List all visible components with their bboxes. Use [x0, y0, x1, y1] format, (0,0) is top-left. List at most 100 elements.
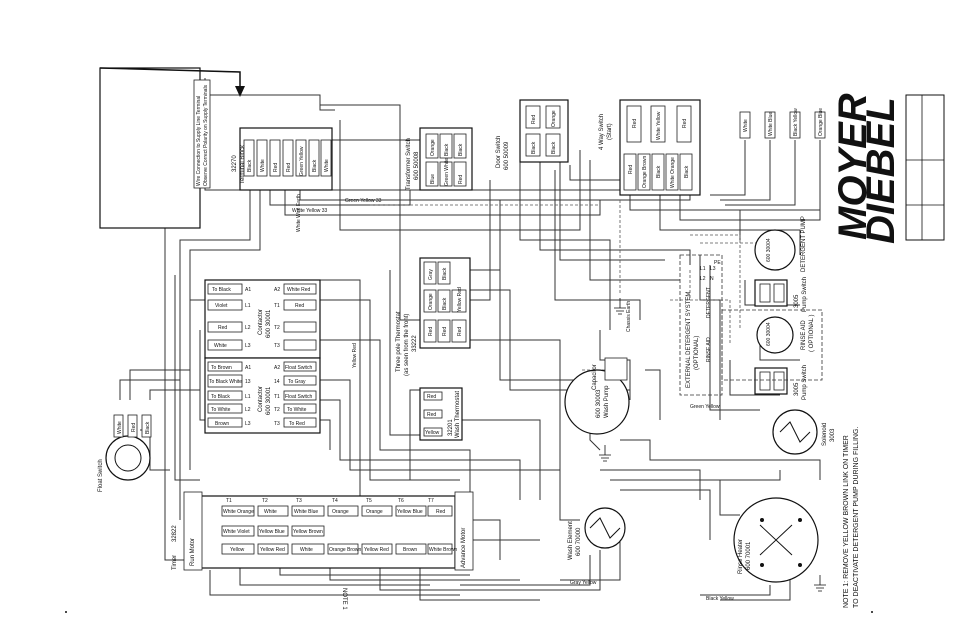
svg-text:Black: Black	[444, 143, 450, 156]
svg-text:White: White	[260, 159, 266, 172]
svg-text:Orange: Orange	[551, 110, 557, 127]
svg-text:Orange Brown: Orange Brown	[329, 547, 361, 553]
svg-text:Red: Red	[428, 327, 434, 336]
svg-text:To Red: To Red	[289, 421, 305, 427]
four-way-switch: Red White Yellow Red Red Orange Brown Bl…	[599, 99, 701, 196]
pump-switch-2-id: 3005	[794, 382, 800, 396]
ext-detergent-optional: (OPTIONAL)	[694, 336, 700, 370]
svg-text:Orange: Orange	[366, 509, 383, 515]
svg-text:White Orange: White Orange	[223, 509, 254, 515]
svg-text:Brown: Brown	[215, 421, 229, 427]
svg-text:White Yellow 33: White Yellow 33	[292, 208, 328, 214]
svg-text:White: White	[743, 119, 749, 132]
svg-text:White: White	[264, 509, 277, 515]
three-pole-thermostat: Gray Black Orange Black Yellow Red Red R…	[396, 257, 471, 376]
svg-text:Green White: Green White	[444, 158, 450, 186]
door-switch-id: 600 50009	[504, 141, 510, 170]
svg-text:T1: T1	[274, 303, 280, 309]
svg-text:Red: Red	[131, 423, 137, 432]
svg-text:L2: L2	[245, 407, 251, 413]
svg-text:White Blue: White Blue	[768, 112, 774, 136]
svg-text:Red: Red	[218, 325, 227, 331]
svg-text:To Black: To Black	[212, 287, 231, 293]
svg-text:White Orange: White Orange	[670, 157, 676, 188]
timer-row-top: White Orange White White Blue Orange Ora…	[221, 505, 453, 517]
wash-thermostat: Red Red Yellow 32201 Wash Thermostat	[419, 387, 463, 441]
svg-text:L3: L3	[245, 343, 251, 349]
svg-text:To Gray: To Gray	[288, 379, 306, 385]
wash-pump: 600 30003 Wash Pump	[564, 369, 630, 435]
svg-text:Violet: Violet	[215, 303, 228, 309]
rinse-aid-pump-id: 600 30004	[766, 322, 772, 346]
svg-text:Gray Yellow: Gray Yellow	[570, 580, 597, 586]
contactor-1-left: To Black A1 Violet L1 Red L2 White L3	[207, 283, 251, 351]
svg-text:White: White	[214, 343, 227, 349]
notice-panel: Wire Connection to Supply Line Terminal …	[99, 67, 245, 229]
svg-text:Red: Red	[427, 412, 436, 418]
svg-text:14: 14	[274, 379, 280, 385]
svg-text:T2: T2	[274, 325, 280, 331]
svg-text:White: White	[117, 421, 123, 434]
svg-text:Red: Red	[286, 163, 292, 172]
notes: NOTE 1: REMOVE YELLOW BROWN LINK ON TIME…	[341, 427, 860, 611]
contactor-1: To Black A1 Violet L1 Red L2 White L3 A2…	[204, 279, 321, 359]
svg-text:To White: To White	[211, 407, 231, 413]
svg-text:Black: Black	[656, 165, 662, 178]
capacitor: Capacitor	[592, 357, 628, 390]
svg-text:Black: Black	[684, 165, 690, 178]
contactor-2-right: A2 Float Switch 14 To Gray T1 Float Swit…	[274, 361, 317, 428]
svg-text:Black: Black	[458, 143, 464, 156]
three-pole-thermostat-id: 33222	[412, 335, 418, 352]
transformer-switch-title: Transformer Switch	[406, 138, 412, 190]
svg-text:Gray: Gray	[428, 269, 434, 280]
float-switch-title: Float Switch	[98, 459, 104, 492]
svg-text:White Violet: White Violet	[223, 529, 250, 535]
svg-text:Orange: Orange	[430, 139, 436, 156]
pump-switch-2-title: Pump Switch	[802, 365, 808, 400]
svg-text:Red: Red	[427, 394, 436, 400]
svg-text:Black: Black	[247, 159, 253, 172]
svg-text:Orange Brown: Orange Brown	[642, 156, 648, 188]
ext-rinse-aid-label: RINSE AID	[706, 337, 712, 362]
svg-text:T6: T6	[398, 498, 404, 504]
timer-row-mid: White Violet Yellow Blue Yellow Brown	[221, 525, 325, 537]
pump-switch-1-id: 3005	[794, 294, 800, 308]
pump-switch-1-title: Pump Switch	[802, 277, 808, 312]
svg-text:Red: Red	[273, 163, 279, 172]
svg-text:Float Switch: Float Switch	[285, 365, 312, 371]
notice-line-2: Observe Correct Polarity on Supply Termi…	[203, 84, 209, 186]
svg-text:Yellow: Yellow	[230, 547, 245, 553]
arrow-down-icon	[235, 86, 245, 97]
wash-thermostat-id: 32201	[448, 419, 454, 436]
svg-text:White Red: White Red	[287, 287, 311, 293]
contactor-1-id: 600 30001	[266, 309, 272, 338]
svg-text:L1: L1	[245, 303, 251, 309]
svg-text:Black: Black	[551, 141, 557, 154]
rinse-heater: Rinse Heater 600 70001	[733, 497, 819, 583]
svg-text:L3: L3	[245, 421, 251, 427]
brand-line-1: MOYER	[831, 93, 875, 240]
earth-icon	[614, 298, 626, 315]
svg-text:Red: Red	[457, 327, 463, 336]
door-switch: Red Orange Black Black Door Switch 600 5…	[496, 99, 569, 170]
svg-text:Red: Red	[295, 303, 304, 309]
svg-text:A2: A2	[274, 365, 280, 371]
external-detergent-system: EXTERNAL DETERGENT SYSTEM (OPTIONAL) DET…	[679, 254, 823, 396]
contactor-1-title: Contactor	[258, 309, 264, 335]
svg-text:To Black White: To Black White	[209, 379, 242, 385]
title-block	[905, 94, 945, 241]
svg-text:Black: Black	[442, 297, 448, 310]
terminal-block-id: 32270	[232, 155, 238, 172]
white-wire-earth-label: White Wire Earth	[296, 194, 302, 232]
rinse-heater-title: Rinse Heater	[738, 539, 744, 574]
svg-text:Orange Blue: Orange Blue	[818, 108, 824, 136]
svg-text:Yellow: Yellow	[425, 430, 440, 436]
brand-logo: MOYER DIEBEL	[831, 93, 903, 244]
contactor-2-title: Contactor	[258, 386, 264, 412]
svg-text:Yellow Red: Yellow Red	[364, 547, 389, 553]
svg-text:Black Yellow: Black Yellow	[793, 108, 799, 136]
ext-detergent-title: EXTERNAL DETERGENT SYSTEM	[686, 292, 692, 388]
solenoid: Solenoid 3003	[772, 409, 836, 455]
wash-element-id: 600 70000	[576, 527, 582, 556]
